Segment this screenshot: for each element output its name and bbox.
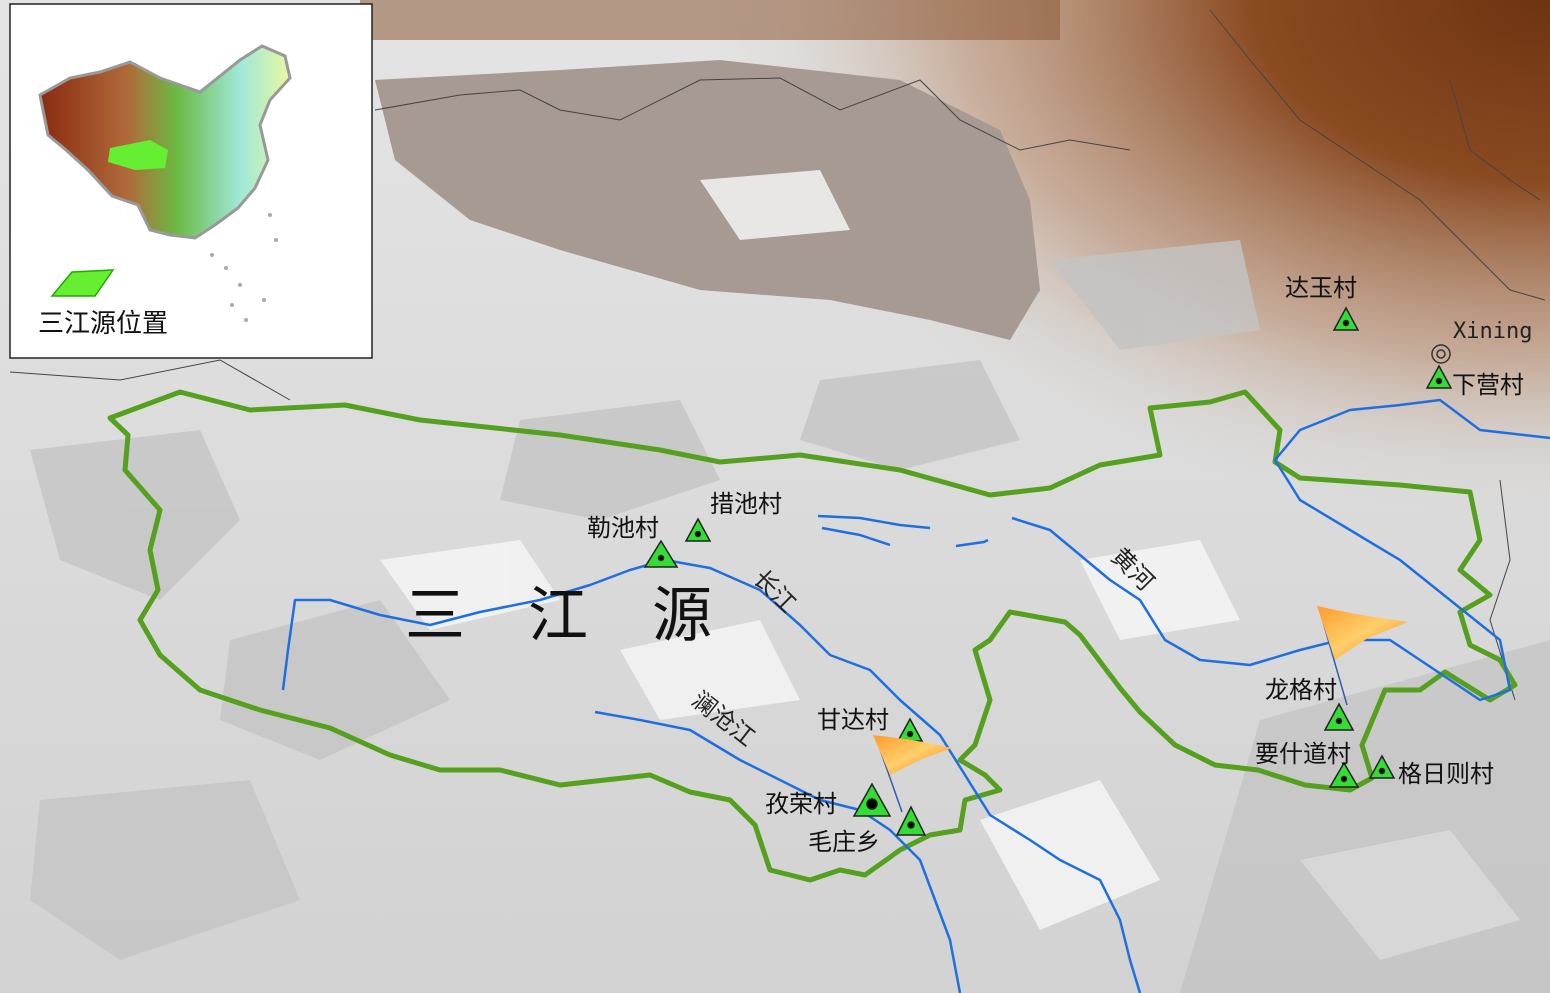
inset-legend-label: 三江源位置 <box>38 309 168 339</box>
village-cuochi-marker <box>684 517 712 542</box>
village-maozhuang-marker <box>895 805 927 836</box>
qaidam-basin <box>375 60 1040 340</box>
village-label-ganda: 甘达村 <box>817 706 889 734</box>
rivers <box>281 398 1550 993</box>
village-geri-marker <box>1368 754 1396 779</box>
legend-swatch <box>50 269 115 297</box>
orange-flag-icon <box>1317 606 1408 660</box>
village-label-yaoshidao: 要什道村 <box>1255 740 1351 768</box>
village-longge-marker <box>1323 702 1355 731</box>
orange-flag-icon <box>873 735 952 775</box>
region-label-char-3: 源 <box>652 581 712 651</box>
village-label-longge: 龙格村 <box>1265 676 1337 704</box>
inset-map: 三江源位置 <box>9 3 373 359</box>
xining-marker: Xining <box>1431 319 1532 364</box>
village-label-xiaying: 下营村 <box>1452 371 1524 399</box>
region-label-char-2: 江 <box>528 581 588 651</box>
flag-marker-longge <box>1317 606 1408 706</box>
village-lechi-marker <box>643 539 679 568</box>
china-outline <box>38 44 292 240</box>
village-labels: 达玉村 下营村 措池村 勒池村 龙格村 要什道村 格日则村 甘达村 孜荣村 毛庄… <box>587 274 1524 856</box>
lancangjiang-river <box>594 710 962 993</box>
village-yaoshidao-marker <box>1328 761 1360 788</box>
xining-label: Xining <box>1453 319 1532 344</box>
village-label-zirong: 孜荣村 <box>765 790 837 818</box>
region-label-char-1: 三 <box>405 581 465 651</box>
village-label-cuochi: 措池村 <box>710 490 782 518</box>
changjiang-river <box>281 558 1142 993</box>
village-zirong-marker <box>852 782 892 817</box>
huanghe-river <box>1011 398 1550 702</box>
sanjiangyuan-boundary <box>107 389 1518 883</box>
village-dayu-marker <box>1332 306 1360 331</box>
village-label-geri: 格日则村 <box>1398 760 1494 788</box>
village-label-maozhuang: 毛庄乡 <box>808 828 880 856</box>
village-label-dayu: 达玉村 <box>1285 274 1357 302</box>
chumaer-river <box>817 514 931 547</box>
village-label-lechi: 勒池村 <box>587 514 659 542</box>
region-label: 三 江 源 <box>405 581 712 651</box>
village-markers <box>643 306 1453 836</box>
flag-marker-ganda <box>873 735 952 813</box>
village-xiaying-marker <box>1425 364 1453 389</box>
